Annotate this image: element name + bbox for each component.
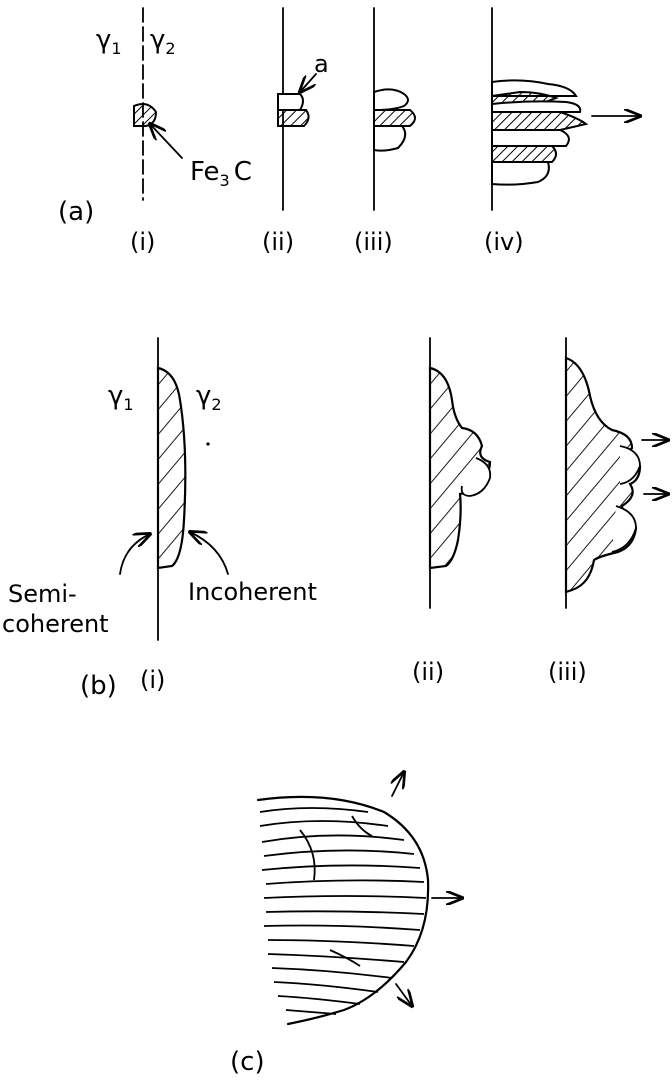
pearlite-colony-outline (258, 797, 428, 1024)
panel-c-label: (c) (230, 1047, 265, 1077)
lamellae (260, 808, 426, 1014)
ferrite-bottom-a3 (374, 126, 405, 151)
step-label-a-ii: (ii) (262, 228, 294, 256)
step-label-a-iii: (iii) (354, 228, 393, 256)
ferrite-2-a4 (492, 101, 580, 112)
step-label-b-iii: (iii) (548, 658, 587, 686)
cementite-3-a4 (492, 146, 556, 162)
a-label: a (314, 50, 329, 78)
incoherent-label: Incoherent (188, 578, 317, 606)
growth-arrow-c-up (392, 772, 404, 796)
step-label-b-ii: (ii) (412, 658, 444, 686)
ferrite-top-a3 (374, 89, 408, 110)
allotriomorph-b1 (158, 368, 185, 568)
ferrite-3-a4 (492, 130, 569, 146)
ferrite-plate-a2 (278, 94, 303, 110)
cementite-a3 (374, 110, 415, 126)
panel-a-label: (a) (58, 197, 94, 227)
gamma1-label-a: γ1 (96, 25, 122, 58)
cementite-plate-a2 (278, 110, 309, 126)
ferrite-lobe-b3b (612, 506, 636, 552)
gamma1-label-b: γ1 (108, 381, 134, 414)
cementite-2-a4 (492, 112, 586, 130)
semicoherent-label-2: coherent (2, 610, 109, 638)
fe3c-pointer (150, 124, 182, 158)
semicoherent-pointer (120, 534, 150, 574)
step-label-b-i: (i) (140, 666, 165, 694)
panel-c: (c) (230, 772, 462, 1077)
semicoherent-label-1: Semi- (8, 580, 77, 608)
gamma2-label-b: γ2 (196, 381, 222, 414)
step-label-a-iv: (iv) (484, 228, 524, 256)
step-label-a-i: (i) (130, 228, 155, 256)
gamma2-label-a: γ2 (150, 25, 176, 58)
ferrite-4-a4 (492, 162, 549, 185)
growth-arrow-c-down (396, 984, 412, 1006)
fe3c-nucleus (134, 104, 156, 126)
panel-b: γ1 γ2 Semi- coherent Incoherent (b) (i) … (2, 338, 668, 701)
incoherent-pointer (190, 532, 228, 574)
speck (206, 442, 209, 445)
panel-b-label: (b) (80, 671, 117, 701)
